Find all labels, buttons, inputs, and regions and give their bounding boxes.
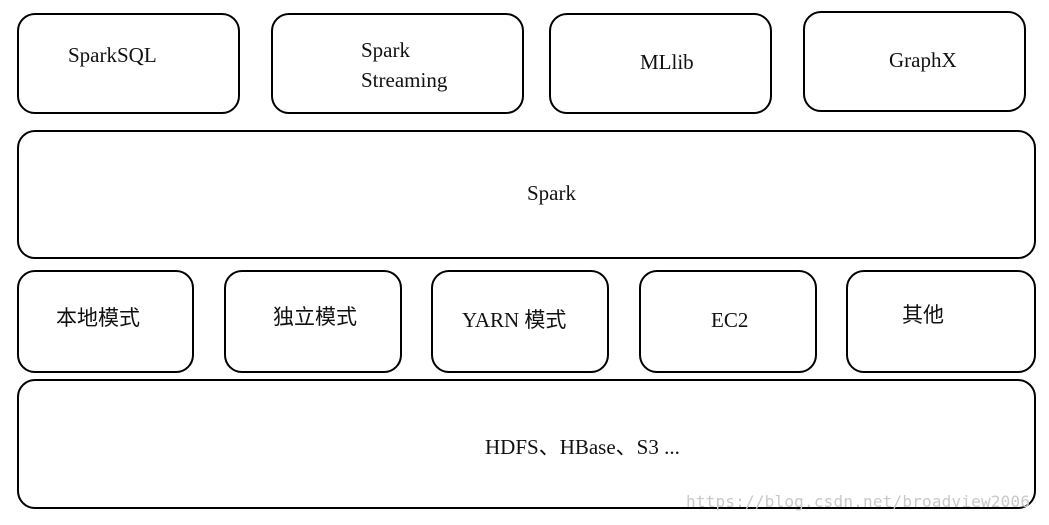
other-mode-box: 其他 (846, 270, 1036, 373)
yarn-mode-label: YARN 模式 (462, 308, 567, 332)
ec2-box: EC2 (639, 270, 817, 373)
standalone-mode-label: 独立模式 (273, 305, 357, 329)
sparksql-box: SparkSQL (17, 13, 240, 114)
yarn-mode-box: YARN 模式 (431, 270, 609, 373)
spark-core-box: Spark (17, 130, 1036, 259)
other-mode-label: 其他 (902, 303, 944, 327)
mllib-label: MLlib (640, 50, 694, 74)
standalone-mode-box: 独立模式 (224, 270, 402, 373)
spark-core-label: Spark (527, 181, 576, 205)
mllib-box: MLlib (549, 13, 772, 114)
storage-label: HDFS、HBase、S3 ... (485, 435, 680, 459)
spark-streaming-label: Spark Streaming (361, 38, 448, 92)
local-mode-label: 本地模式 (56, 306, 140, 330)
ec2-label: EC2 (711, 308, 749, 332)
storage-box: HDFS、HBase、S3 ... (17, 379, 1036, 509)
watermark-text: https://blog.csdn.net/broadview2006 (686, 492, 1031, 511)
local-mode-box: 本地模式 (17, 270, 194, 373)
sparksql-label: SparkSQL (68, 43, 157, 67)
spark-streaming-box: Spark Streaming (271, 13, 524, 114)
graphx-label: GraphX (889, 48, 957, 72)
graphx-box: GraphX (803, 11, 1026, 112)
